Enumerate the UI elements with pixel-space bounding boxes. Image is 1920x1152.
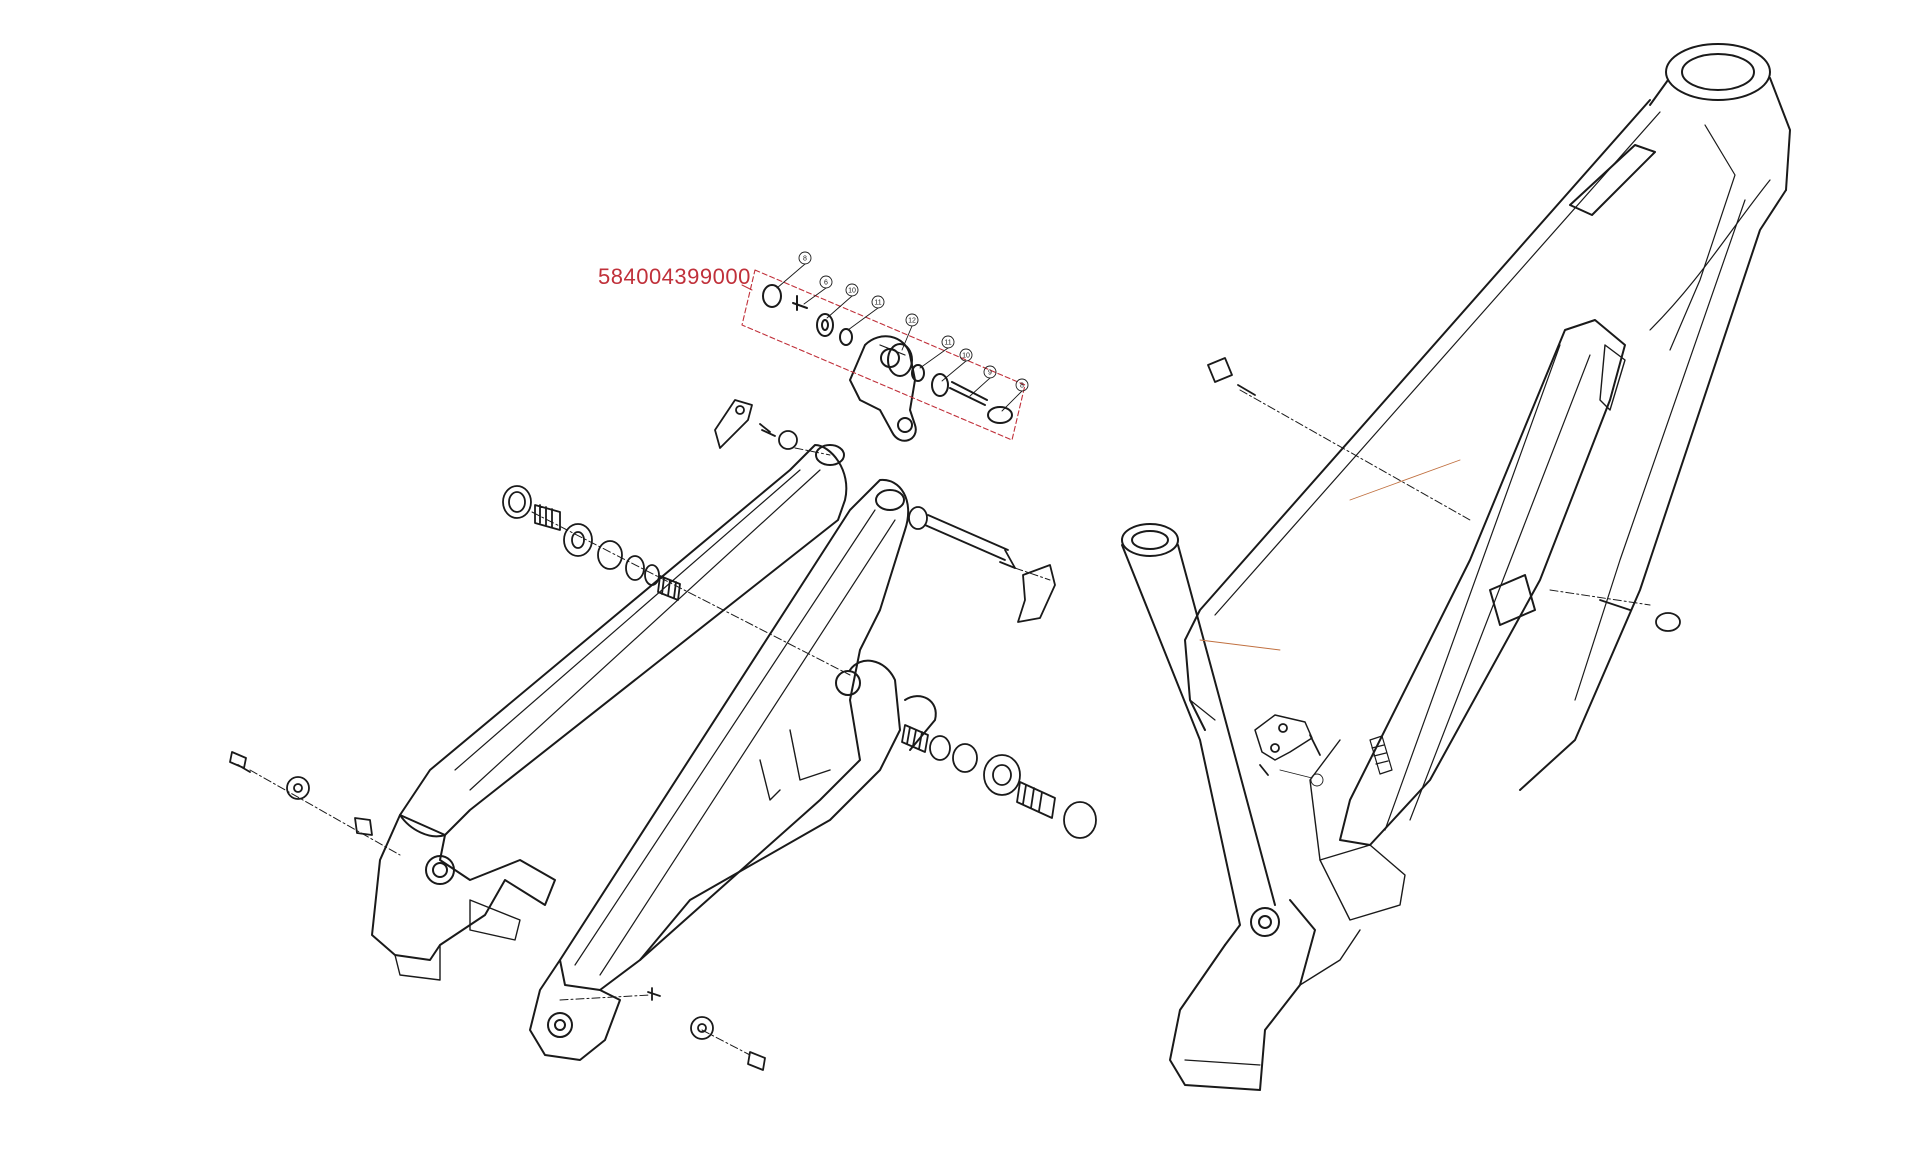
left-dropout: [371, 814, 556, 961]
spacer-left-a: [597, 540, 623, 570]
main-frame: [1121, 43, 1791, 1091]
callout-7: 10: [962, 353, 970, 360]
seat-tube-top: [1121, 523, 1179, 557]
frame-bolt-right: [1599, 599, 1631, 611]
seal-ring-left: [502, 485, 532, 519]
top-tube: [1519, 189, 1787, 791]
assembly-lines: [249, 389, 1651, 1056]
bolt-bottom-a: [647, 987, 661, 1001]
callout-6: 11: [944, 340, 951, 347]
swingarm-yoke: [639, 659, 901, 961]
washer-bottom: [690, 1016, 714, 1040]
bottom-bracket: [1169, 899, 1316, 1091]
seat-tube: [1121, 544, 1276, 946]
bolt-lower-left: [229, 751, 251, 773]
threaded-nut-left: [657, 575, 681, 601]
washer-upper: [778, 430, 798, 450]
bolt-lower-left-b: [354, 817, 373, 836]
callout-4: 11: [874, 300, 881, 307]
frame-bolt-top: [1207, 357, 1233, 383]
frame-hardware: [1207, 357, 1681, 787]
bearing-mid: [983, 754, 1021, 796]
callout-8: 9: [988, 370, 992, 377]
spacer-left-b: [625, 555, 645, 581]
bearing-10a: [816, 313, 834, 337]
washer-8a: [762, 284, 782, 308]
swingarm-hardware: [229, 399, 1097, 1071]
right-dropout: [529, 959, 621, 1061]
spacer-11a: [839, 328, 853, 346]
callout-3: 10: [848, 288, 856, 295]
callout-balloons: 8 6 10 11 12 11 10 9 8: [776, 251, 1029, 412]
threaded-bolt-left: [534, 504, 561, 531]
end-cap-right: [1063, 801, 1097, 839]
callout-2: 6: [824, 280, 828, 287]
callout-5: 12: [908, 318, 916, 325]
bolt-bottom-b: [747, 1051, 766, 1071]
upper-axle: [924, 514, 1016, 569]
derailleur-hanger: [1254, 714, 1313, 761]
axle-9: [949, 381, 988, 406]
swingarm: [371, 444, 937, 1061]
rocker-link-assembly: [741, 269, 1026, 442]
threaded-bolt-mid: [901, 724, 929, 753]
frame-cap-right: [1655, 612, 1681, 632]
cover-plate: [1017, 564, 1056, 623]
frame-slot: [1569, 144, 1656, 216]
threaded-bolt-right: [1016, 781, 1056, 819]
washer-lower-left: [286, 776, 310, 800]
rocker-12: [887, 343, 913, 377]
cable-guide: [714, 399, 753, 449]
spacer-11b: [911, 364, 925, 382]
part-number-label: 584004399000: [598, 264, 751, 289]
frame-window: [1489, 574, 1536, 626]
swingarm-left-arm: [399, 444, 848, 838]
callout-9: 8: [1020, 383, 1024, 390]
shock-tunnel: [1339, 319, 1626, 846]
head-tube-top: [1665, 43, 1771, 101]
cap-8b: [987, 406, 1013, 424]
lower-pivot-mount: [1319, 844, 1406, 921]
rocker-group-outline: [741, 269, 1026, 441]
bearing-left: [563, 523, 593, 557]
swingarm-right-arm: [559, 478, 910, 991]
bolt-6: [792, 295, 808, 311]
callout-1: 8: [803, 256, 807, 263]
bearing-10b: [931, 373, 949, 397]
cable-port: [1369, 735, 1393, 775]
down-tube: [1184, 99, 1651, 731]
